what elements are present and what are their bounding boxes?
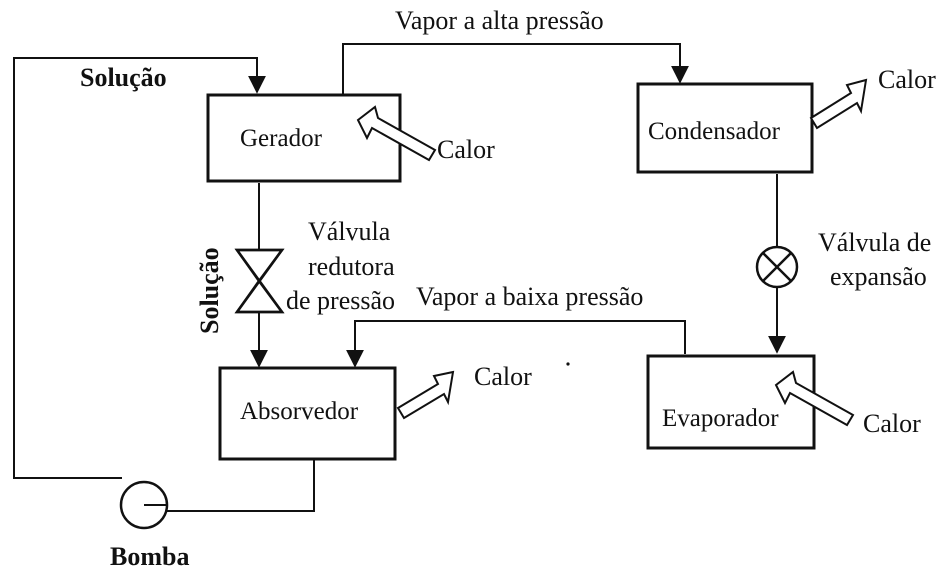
reducing-valve-label-3: de pressão [286,286,395,315]
expansion-valve-label-2: expansão [830,262,927,291]
calor-absorvedor-label: Calor [474,362,532,391]
heat-out-arrow-condensador [809,78,868,130]
gerador-box: Gerador [206,93,402,183]
reducing-valve-symbol [234,248,285,314]
condensador-label: Condensador [648,118,781,145]
solution-vertical-label: Solução [195,247,224,334]
stray-dot [566,362,570,366]
heat-in-arrow-evaporador [774,370,855,427]
expansion-valve-label-1: Válvula de [818,228,931,257]
absorvedor-label: Absorvedor [240,398,359,425]
evaporador-label: Evaporador [662,405,779,432]
reducing-valve-label-2: redutora [308,252,395,281]
calor-evaporador-label: Calor [863,409,921,438]
calor-condensador-label: Calor [878,65,936,94]
expansion-valve-symbol [755,245,799,289]
low-pressure-vapor-line [346,320,686,368]
heat-in-arrow-gerador [356,105,437,162]
absorvedor-box: Absorvedor [218,366,397,461]
condensador-box: Condensador [636,82,814,174]
evaporador-box: Evaporador [646,354,816,450]
low-pressure-vapor-label: Vapor a baixa pressão [416,282,643,311]
calor-gerador-label: Calor [437,135,495,164]
bomba-label: Bomba [110,542,189,571]
pump-symbol [119,480,169,530]
reducing-valve-label-1: Válvula [308,217,391,246]
gerador-label: Gerador [240,125,323,152]
absorber-to-pump-line [162,460,315,512]
high-pressure-vapor-label: Vapor a alta pressão [395,6,604,35]
solution-top-label: Solução [80,63,167,92]
high-pressure-vapor-line [342,43,689,95]
heat-out-arrow-absorvedor [396,370,455,420]
solution-return-line [13,57,266,479]
